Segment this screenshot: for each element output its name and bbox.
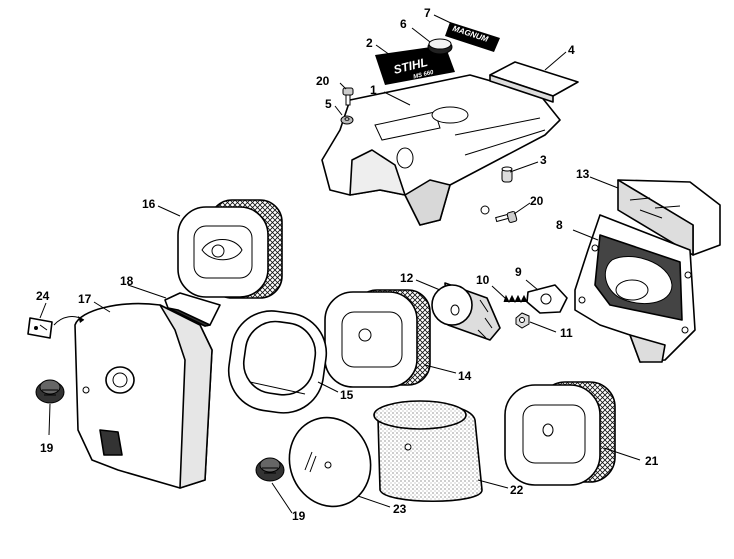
callout-9: 9	[515, 265, 522, 279]
part-10-spring	[503, 294, 528, 304]
part-20-screw-top	[342, 87, 354, 106]
part-16-air-filter	[177, 199, 283, 299]
callout-5: 5	[325, 97, 332, 111]
callout-18: 18	[120, 274, 134, 288]
part-3-grommet	[501, 166, 513, 183]
callout-16: 16	[142, 197, 156, 211]
part-9-choke-lever	[526, 284, 568, 314]
callout-3: 3	[540, 153, 547, 167]
part-21-air-filter	[504, 381, 616, 486]
callout-10: 10	[476, 273, 490, 287]
callout-2: 2	[366, 36, 373, 50]
part-1-shroud-cover	[321, 74, 561, 226]
part-11-nut	[515, 312, 530, 329]
part-6-plug	[427, 38, 453, 55]
part-7-magnum-decal: MAGNUM	[445, 22, 500, 52]
part-14-air-filter	[324, 289, 431, 388]
part-24-label	[27, 317, 53, 339]
part-8-baseplate	[574, 214, 696, 363]
part-2-stihl-decal: STIHL MS 660	[375, 45, 455, 85]
part-22-foam-filter	[373, 400, 483, 503]
part-15-filter-gasket	[227, 310, 328, 414]
callout-7: 7	[424, 6, 431, 20]
callout-20-top: 20	[316, 74, 330, 88]
callout-12: 12	[400, 271, 414, 285]
callout-1: 1	[370, 83, 377, 97]
leader-lines	[39, 14, 641, 514]
callout-19-left: 19	[40, 441, 54, 455]
part-18-clip	[164, 292, 221, 327]
part-17-filter-cover	[74, 302, 213, 489]
part-20-screw-right	[495, 211, 518, 223]
callout-6: 6	[400, 17, 407, 31]
callout-13: 13	[576, 167, 590, 181]
callout-20-right: 20	[530, 194, 544, 208]
stihl-model-text: MS 660	[413, 70, 435, 81]
callout-15: 15	[340, 388, 354, 402]
callout-labels: 1 2 3 4 5 6 7 8 9 10 11 12 13 14 15 16 1…	[36, 6, 659, 523]
part-5-washer	[340, 115, 354, 125]
callout-21: 21	[645, 454, 659, 468]
callout-4: 4	[568, 43, 575, 57]
part-19-knob-bottom	[255, 457, 285, 482]
part-13-intake-box	[617, 179, 721, 256]
callout-17: 17	[78, 292, 92, 306]
callout-11: 11	[560, 326, 573, 340]
part-19-knob-left	[35, 379, 65, 404]
callout-22: 22	[510, 483, 524, 497]
callout-14: 14	[458, 369, 472, 383]
part-23-filter-cover-plate	[288, 416, 372, 508]
callout-24: 24	[36, 289, 50, 303]
part-4-cover-plate	[489, 61, 579, 103]
callout-8: 8	[556, 218, 563, 232]
callout-19-bottom: 19	[292, 509, 306, 523]
part-12-prefilter	[431, 282, 501, 341]
callout-23: 23	[393, 502, 407, 516]
